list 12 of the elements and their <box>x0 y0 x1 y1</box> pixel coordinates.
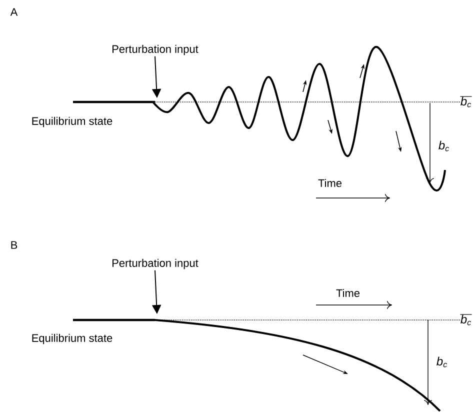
symbol-label: b$_{c}$ <box>438 140 449 152</box>
symbol-label: b$_{c}$ <box>460 314 472 326</box>
axis-label: Time <box>318 178 342 188</box>
axis-label: Equilibrium state <box>32 116 112 128</box>
panel-letter: A <box>10 8 18 16</box>
symbol-label: b$_{c}$ <box>436 356 447 368</box>
axis-label: Time <box>336 288 360 298</box>
annotation-text: Perturbation input <box>112 44 198 56</box>
panel-letter: B <box>11 241 18 249</box>
axis-label: Equilibrium state <box>32 334 112 344</box>
symbol-label: b$_{c}$ <box>460 96 472 108</box>
annotation-text: Perturbation input <box>112 258 198 270</box>
